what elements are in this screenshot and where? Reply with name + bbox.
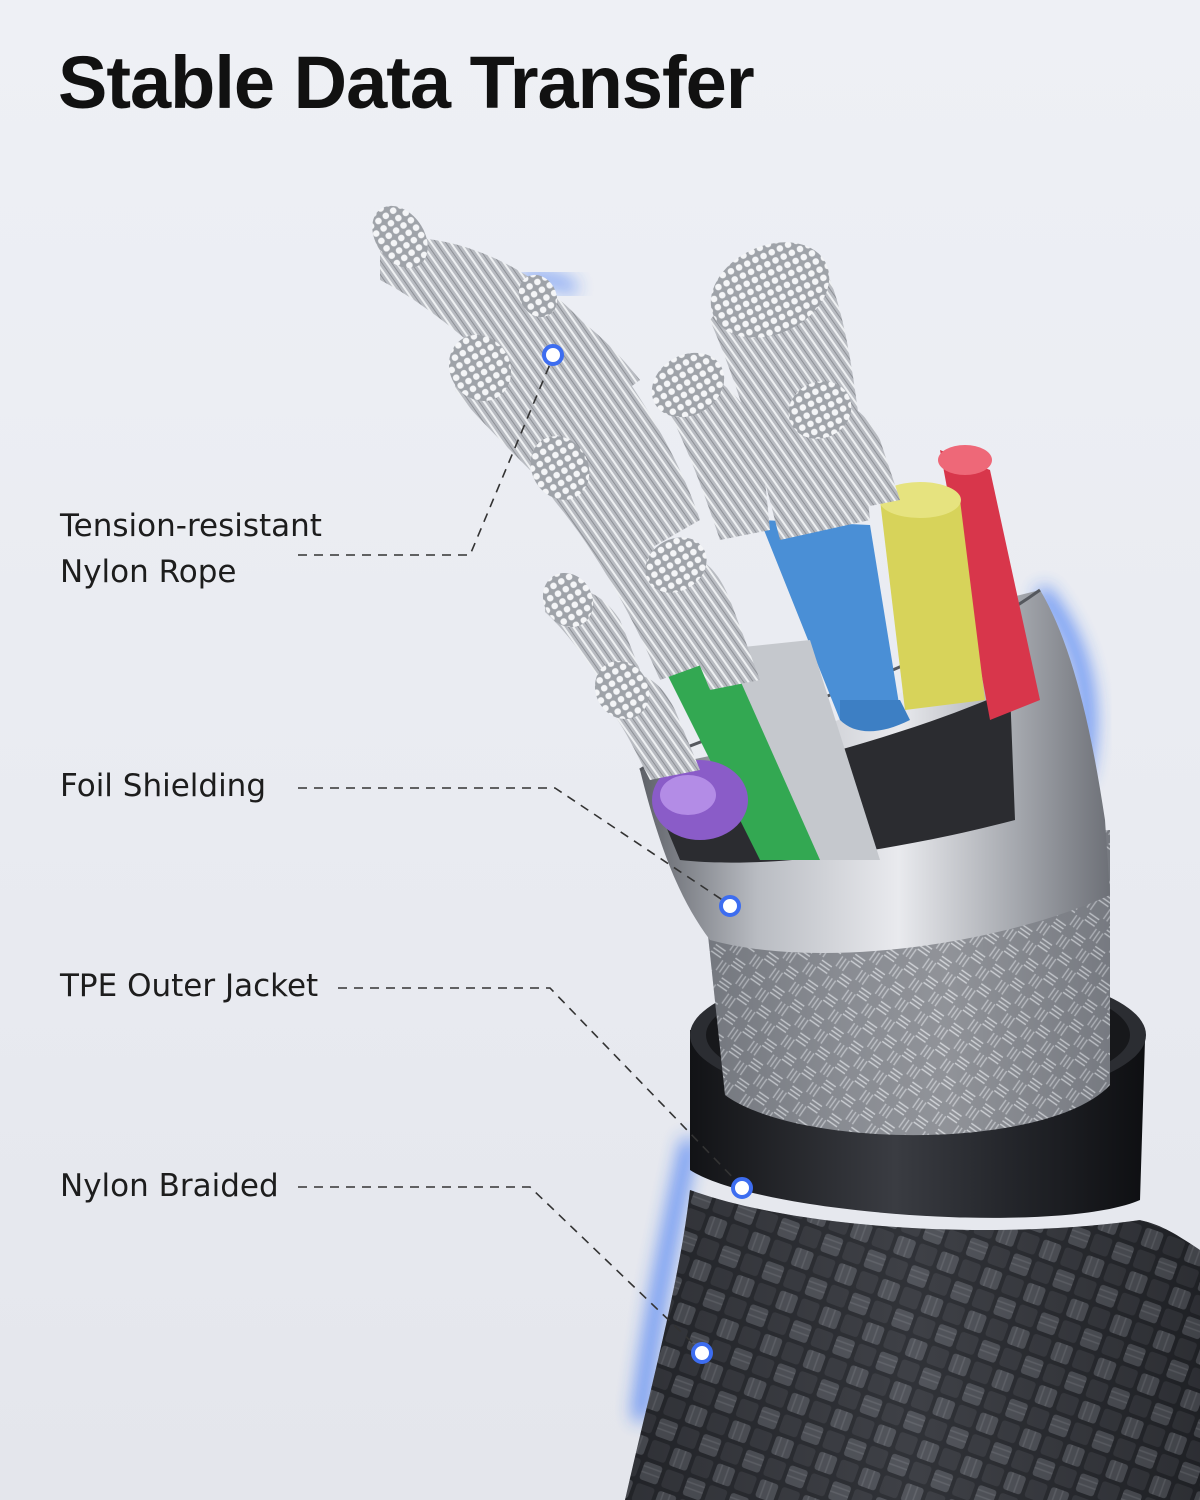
callout-leaders: [298, 356, 743, 1353]
marker-tpe-outer-jacket: [731, 1177, 753, 1199]
marker-nylon-braided: [691, 1342, 713, 1364]
label-tpe-outer-jacket: TPE Outer Jacket: [60, 968, 319, 1004]
marker-nylon-rope: [542, 344, 564, 366]
bare-copper-strands: [372, 205, 900, 780]
leader-tpe-outer-jacket: [338, 987, 743, 1188]
label-nylon-rope-line2: Nylon Rope: [60, 554, 237, 590]
nylon-braided-sleeve: [625, 1190, 1200, 1500]
label-nylon-braided: Nylon Braided: [60, 1168, 279, 1204]
label-nylon-rope: Tension-resistant Nylon Rope: [60, 503, 322, 595]
marker-foil-shielding: [719, 895, 741, 917]
leader-nylon-braided: [298, 1186, 703, 1353]
label-foil-shielding: Foil Shielding: [60, 768, 267, 804]
callout-markers: [542, 344, 753, 1364]
label-nylon-rope-line1: Tension-resistant: [60, 508, 322, 544]
page-title: Stable Data Transfer: [58, 41, 755, 124]
leader-foil-shielding: [298, 787, 731, 906]
